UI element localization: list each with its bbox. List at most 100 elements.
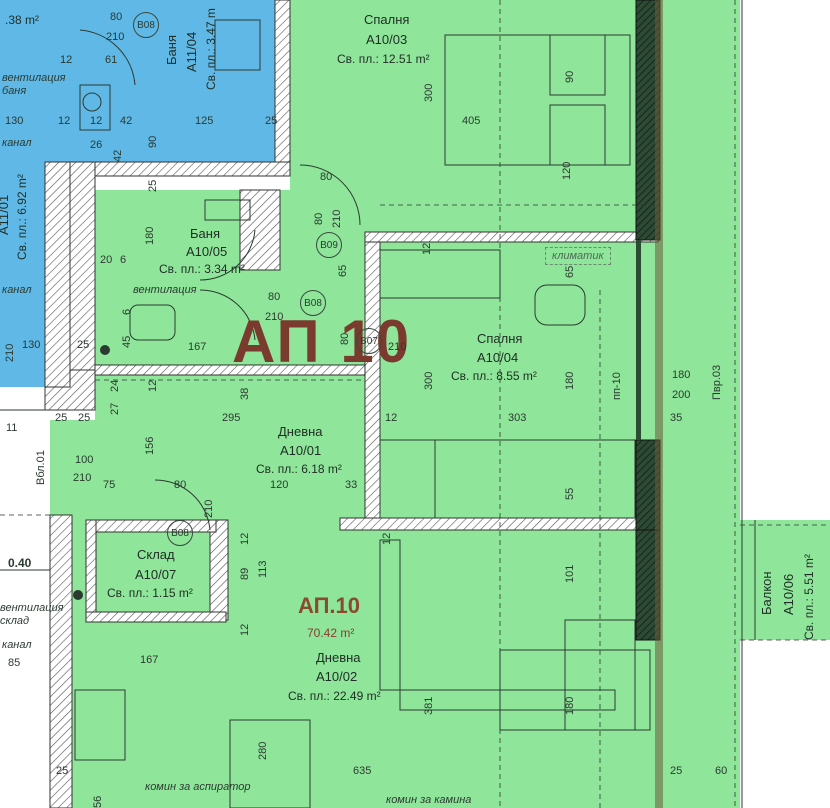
room-storage-name: Склад: [137, 547, 175, 562]
dim-label: 45: [121, 335, 133, 348]
door-tag-pvr03: Пвр.03: [711, 364, 723, 400]
room-bathroom-name: Баня: [190, 226, 220, 241]
dim-label: 113: [257, 560, 269, 578]
room-neighbor-room-area: Св. пл.: 6.92 m²: [15, 174, 29, 260]
room-bathroom-area: Св. пл.: 3.34 m²: [159, 262, 245, 276]
dim-label: 56: [92, 795, 104, 808]
room-neighbor-room-code: А11/01: [0, 194, 11, 235]
note-komin-aspirator: комин за аспиратор: [145, 781, 251, 793]
dim-label: 6: [120, 254, 127, 266]
note-channel-2: канал: [2, 284, 32, 296]
dim-label: 300: [423, 371, 435, 390]
room-living-code: А10/02: [316, 669, 358, 684]
note-ventilation-bath: вентилация баня: [2, 72, 66, 97]
dim-label: 25: [56, 765, 69, 777]
door-tag-b09: В09: [316, 232, 342, 258]
dim-label: 12: [239, 623, 251, 636]
dim-label: 80: [110, 11, 123, 23]
dim-label: 12: [385, 412, 398, 424]
room-neighbor-bath-name: Баня: [164, 35, 179, 65]
dim-label: 180: [564, 371, 576, 390]
dim-label: 60: [715, 765, 728, 777]
dim-label: 130: [22, 339, 41, 351]
apartment-title: АП 10: [232, 308, 412, 375]
dim-label: 405: [462, 115, 481, 127]
apartment-label: АП.10: [298, 593, 360, 618]
left-level: 0.40: [8, 556, 32, 570]
apartment-total-area: 70.42 m²: [307, 626, 355, 640]
door-tag-pp10: пп-10: [611, 372, 623, 400]
room-living-area: Св. пл.: 22.49 m²: [288, 689, 381, 703]
room-bedroom2-name: Спалня: [477, 331, 523, 346]
dim-label: 156: [144, 436, 156, 455]
note-klimatik: климатик: [545, 247, 611, 265]
dim-label: 12: [58, 115, 71, 127]
dim-label: 42: [112, 149, 124, 162]
dim-label: 25: [670, 765, 683, 777]
note-channel-3: канал: [2, 639, 32, 651]
dim-label: 25: [265, 115, 278, 127]
dim-label: 180: [144, 226, 156, 245]
room-neighbor-bath-code: А11/04: [184, 31, 199, 72]
dim-label: 65: [337, 264, 349, 277]
note-channel-1: канал: [2, 137, 32, 149]
room-balcony-name: Балкон: [759, 571, 774, 615]
room-bathroom-code: А10/05: [186, 244, 228, 259]
furniture: [74, 19, 651, 808]
dim-label: 12: [381, 532, 393, 545]
dim-label: 80: [320, 171, 333, 183]
room-neighbor-partial-area: .38 m²: [5, 13, 40, 27]
dim-label: 200: [672, 389, 691, 401]
room-living-name: Дневна: [316, 650, 361, 665]
left-num-11: 11: [6, 422, 18, 434]
walls: [44, 0, 663, 808]
dim-label: 38: [239, 387, 251, 400]
room-balcony-area: Св. пл.: 5.51 m²: [802, 554, 816, 640]
dim-label: 25: [55, 412, 68, 424]
dim-label: 125: [195, 115, 214, 127]
dim-label: 90: [564, 70, 576, 83]
dim-label: 6: [121, 308, 133, 315]
dim-label: 25: [77, 339, 90, 351]
dim-label: 12: [60, 54, 73, 66]
dim-label: 24: [109, 379, 121, 392]
note-komin-kamina: комин за камина: [386, 794, 472, 806]
dim-label: 35: [670, 412, 683, 424]
dim-label: 120: [561, 161, 573, 180]
door-tag-b08-top: В08: [133, 12, 159, 38]
room-bedroom1-name: Спалня: [364, 12, 410, 27]
dim-label: 61: [105, 54, 118, 66]
room-bedroom1-code: А10/03: [366, 32, 408, 47]
dim-label: 25: [147, 179, 159, 192]
left-num-85: 85: [8, 657, 21, 669]
dim-label: 80: [268, 291, 281, 303]
dim-label: 33: [345, 479, 358, 491]
dim-label: 20: [100, 254, 113, 266]
room-hall-area: Св. пл.: 6.18 m²: [256, 462, 342, 476]
dim-label: 90: [147, 135, 159, 148]
room-bedroom2-area: Св. пл.: 8.55 m²: [451, 369, 537, 383]
dim-label: 120: [270, 479, 289, 491]
dim-label: 180: [564, 696, 576, 715]
dim-label: 180: [672, 369, 691, 381]
dim-label: 100: [75, 454, 94, 466]
dim-label: 210: [388, 341, 407, 353]
note-ventilation: вентилация: [133, 284, 197, 296]
room-bedroom2-code: А10/04: [477, 350, 519, 365]
room-hall-name: Дневна: [278, 424, 323, 439]
dim-label: 210: [203, 499, 215, 518]
dim-label: 75: [103, 479, 116, 491]
dim-label: 12: [147, 379, 159, 392]
dim-label: 130: [5, 115, 24, 127]
dim-label: 80: [174, 479, 187, 491]
ventilation-shafts: [73, 92, 110, 600]
room-bedroom1-area: Св. пл.: 12.51 m²: [337, 52, 430, 66]
room-storage-code: А10/07: [135, 567, 177, 582]
dim-label: 210: [4, 343, 16, 362]
dim-label: 27: [109, 402, 121, 415]
room-hall-code: А10/01: [280, 443, 322, 458]
room-neighbor-bath-area: Св. пл.: 3.47 m: [204, 8, 218, 90]
exterior-lines: [0, 0, 756, 808]
